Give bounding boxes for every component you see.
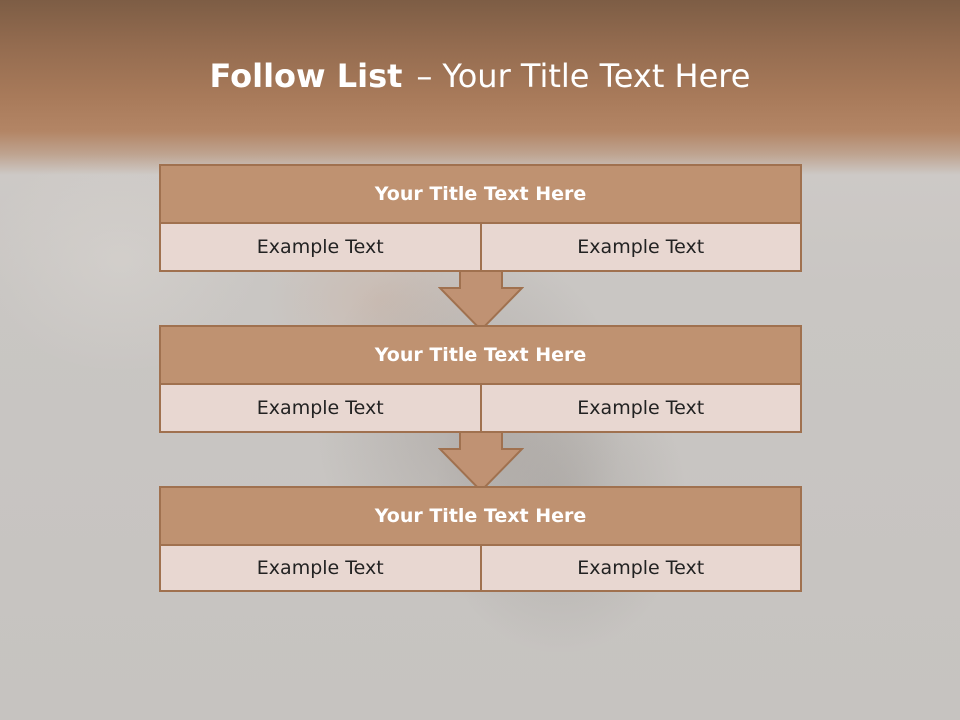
flow-box-row: Example Text Example Text: [161, 224, 800, 270]
down-arrow-icon: [438, 431, 524, 493]
header-band: [0, 0, 960, 175]
down-arrow-icon: [438, 270, 524, 332]
flow-box-1: Your Title Text Here Example Text Exampl…: [159, 164, 802, 272]
flow-box-cell-right: Example Text: [479, 385, 800, 431]
flow-box-cell-right: Example Text: [479, 546, 800, 590]
flow-box-title: Your Title Text Here: [161, 166, 800, 224]
title-separator: –: [416, 57, 433, 95]
flow-box-title: Your Title Text Here: [161, 488, 800, 546]
flow-box-cell-left: Example Text: [161, 546, 480, 590]
flow-box-2: Your Title Text Here Example Text Exampl…: [159, 325, 802, 433]
flow-box-cell-left: Example Text: [161, 385, 480, 431]
slide-title: Follow List–Your Title Text Here: [0, 52, 960, 100]
flow-box-cell-left: Example Text: [161, 224, 480, 270]
flow-box-title: Your Title Text Here: [161, 327, 800, 385]
flow-box-cell-right: Example Text: [479, 224, 800, 270]
flow-box-row: Example Text Example Text: [161, 546, 800, 590]
title-rest-part: Your Title Text Here: [442, 57, 751, 95]
flow-box-3: Your Title Text Here Example Text Exampl…: [159, 486, 802, 592]
flow-box-row: Example Text Example Text: [161, 385, 800, 431]
title-bold-part: Follow List: [209, 57, 403, 95]
